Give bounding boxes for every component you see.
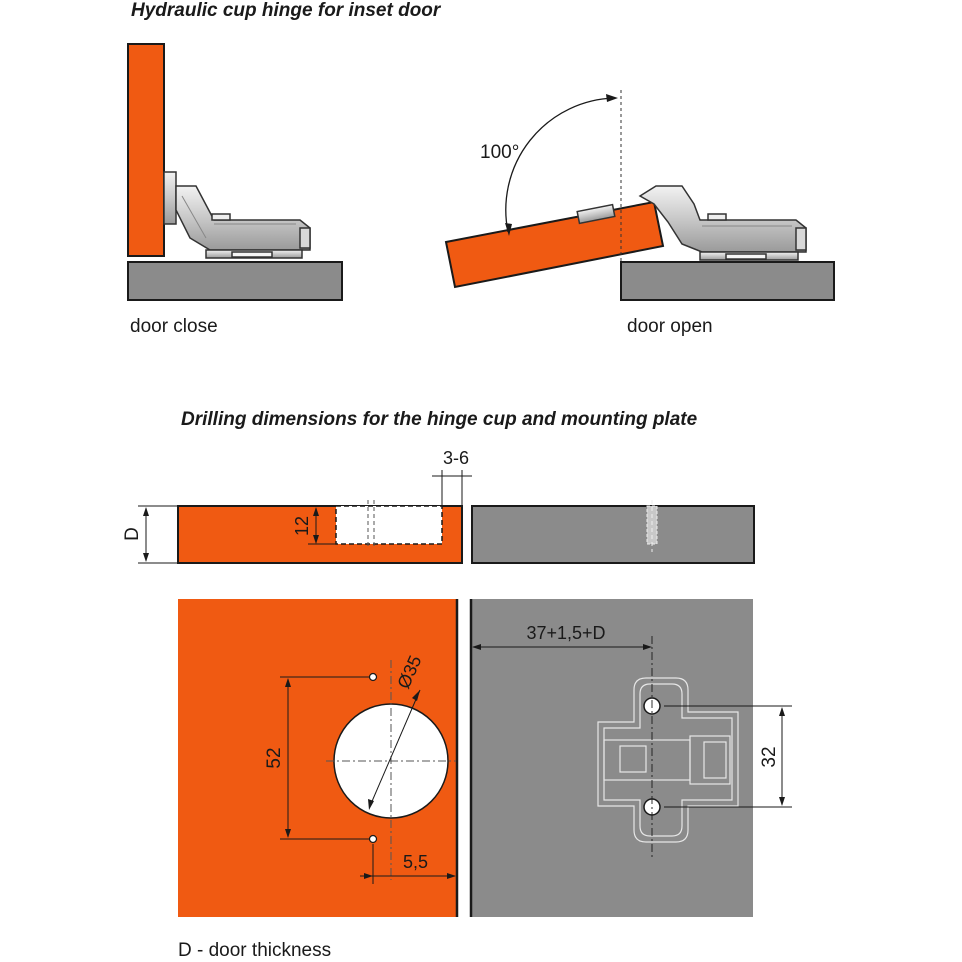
open-door-view: 100° [444,90,835,301]
cabinet-section [471,505,755,564]
arc-arrowhead-bottom [505,223,512,236]
plate-hole-spacing-label: 32 [759,746,780,767]
diameter-leader [369,689,421,807]
opening-angle-label: 100° [480,142,519,163]
closed-door-view [127,43,343,301]
cup-depth-label: 12 [292,516,312,536]
front-view: Ø35 52 5,5 37+1,5+D [178,599,792,917]
plate-edge-offset-label: 37+1,5+D [526,623,605,643]
cabinet-side-closed [127,261,343,301]
upper-pilot-hole [368,672,378,682]
cup-bore-section [335,505,443,545]
door-close-caption: door close [130,316,218,337]
door-open-caption: door open [627,316,713,337]
opening-angle-arc [505,97,615,233]
door-thickness-legend: D - door thickness [178,940,332,961]
arc-arrowhead-top [606,94,618,102]
edge-gap-label: 3-6 [443,448,469,468]
pilot-hole-spacing-label: 52 [264,747,285,768]
hole-edge-offset-label: 5,5 [403,852,428,872]
hinge-open [576,185,807,261]
door-panel-closed [127,43,165,257]
hinge-section-title: Hydraulic cup hinge for inset door [131,0,441,21]
drilling-section-title: Drilling dimensions for the hinge cup an… [181,409,698,430]
mounting-plate [597,677,739,843]
hinge-closed [163,171,311,259]
thickness-dimension-label: D [122,527,143,541]
section-view: D 12 3-6 [122,448,755,564]
cabinet-side-open [620,261,835,301]
cabinet-front [471,599,753,917]
lower-pilot-hole [368,834,378,844]
